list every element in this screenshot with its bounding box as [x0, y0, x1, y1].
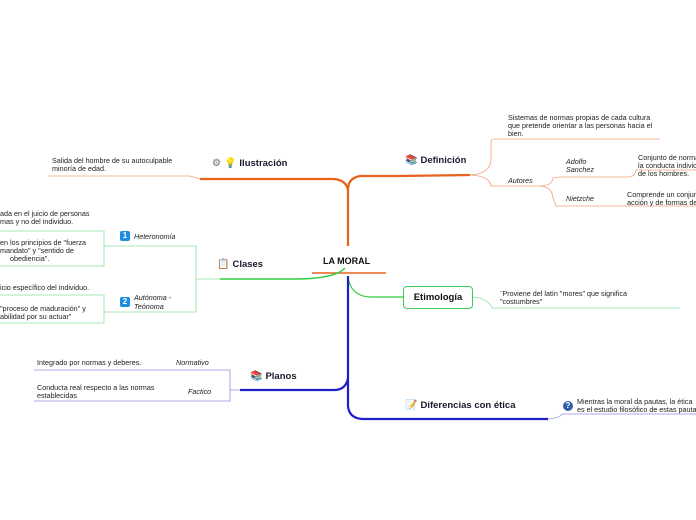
memo-icon: 📝 — [405, 399, 418, 411]
subtopic-normativo[interactable]: Normativo — [176, 358, 209, 367]
adolfo-text-1: Conjunto de normas — [638, 153, 696, 162]
subtopic-heteronomia[interactable]: 1 Heteronomía — [120, 231, 176, 241]
normativo-text: Integrado por normas y deberes. — [37, 358, 142, 367]
topic-ilustracion-label: Ilustración — [239, 158, 288, 169]
connector-ilustracion-text — [48, 175, 201, 180]
autonoma-text-2a: "proceso de maduración" y — [0, 304, 86, 313]
connector-diferencias-text — [547, 413, 696, 420]
definicion-text-2: que pretende orientar a las personas hac… — [508, 121, 653, 130]
connector-clases-fan — [108, 245, 220, 313]
adolfo-text-2: la conducta individual — [638, 161, 696, 170]
connector-to-ilustracion — [200, 177, 350, 191]
definicion-text-1: Sistemas de normas propias de cada cultu… — [508, 113, 651, 122]
connector-autonoma-texts — [0, 294, 108, 324]
topic-etimologia[interactable]: Etimología — [403, 286, 473, 309]
factico-text-2: establecidas — [37, 391, 77, 400]
clipboard-icon: 📋 — [217, 258, 230, 270]
connector-center-down — [346, 276, 395, 421]
autores-label[interactable]: Autores — [508, 176, 533, 185]
heteronomia-text-2b: mandato" y "sentido de — [0, 246, 74, 255]
heteronomia-text-2c: obediencia". — [10, 254, 50, 263]
lightbulb-icon: 💡 — [223, 157, 237, 169]
factico-text-1: Conducta real respecto a las normas — [37, 383, 155, 392]
diferencias-text-2: es el estudio filosófico de estas pautas — [577, 405, 696, 414]
connector-autores-nietzche — [539, 185, 696, 207]
nietzche-text-1: Comprende un conjunto — [627, 190, 696, 199]
number-1-icon: 1 — [120, 231, 130, 241]
etimologia-text-1: ¨Proviene del latín "mores" que signific… — [500, 289, 627, 298]
ilustracion-text-2: minoría de edad. — [52, 164, 106, 173]
topic-definicion-label: Definición — [420, 155, 467, 166]
adolfo-text-3: de los hombres. — [638, 169, 690, 178]
topic-etimologia-label: Etimología — [413, 292, 463, 303]
autor-adolfo-line-1[interactable]: Adolfo — [566, 157, 587, 166]
books-icon: 📚 — [250, 370, 263, 382]
topic-planos[interactable]: 📚 Planos — [250, 371, 297, 382]
topic-definicion[interactable]: 📚 Definición — [405, 155, 466, 166]
definicion-text-3: bien. — [508, 129, 524, 138]
connector-planos-fan — [34, 369, 240, 402]
connector-etimologia-text — [471, 296, 680, 309]
topic-ilustracion[interactable]: ⚙ 💡 Ilustración — [212, 158, 287, 169]
heteronomia-label: Heteronomía — [134, 231, 176, 241]
autor-adolfo-line-2[interactable]: Sanchez — [566, 165, 594, 174]
autonoma-text-1: icio específico del individuo. — [0, 283, 90, 292]
connector-to-etimologia — [347, 275, 404, 298]
topic-planos-label: Planos — [265, 371, 297, 382]
autor-nietzche[interactable]: Nietzche — [566, 194, 594, 203]
question-icon[interactable]: ? — [563, 401, 573, 411]
autonoma-label-line-2: Teónoma — [134, 302, 164, 311]
ilustracion-text-1: Salida del hombre de su autoculpable — [52, 156, 173, 165]
topic-diferencias[interactable]: 📝 Diferencias con ética — [405, 400, 516, 411]
nietzche-text-2: acción y de formas de — [627, 198, 696, 207]
heteronomia-text-1b: mas y no del individuo. — [0, 217, 74, 226]
connector-definicion-autores — [469, 174, 540, 187]
connector-definicion-fan — [469, 138, 660, 176]
connector-heteronomia-texts — [0, 230, 108, 267]
heteronomia-text-2a: en los principios de "fuerza — [0, 238, 87, 247]
autonoma-text-2b: abilidad por su actuar" — [0, 312, 72, 321]
autonoma-label-line-1: Autónoma - — [134, 293, 172, 302]
connector-center-up — [346, 174, 361, 246]
connector-to-clases — [220, 267, 346, 280]
heteronomia-text-1a: ada en el juicio de personas — [0, 209, 90, 218]
topic-diferencias-label: Diferencias con ética — [420, 400, 516, 411]
topic-clases-label: Clases — [232, 259, 264, 270]
topic-clases[interactable]: 📋 Clases — [217, 259, 263, 270]
subtopic-autonoma[interactable]: 2 Autónoma - Teónoma — [120, 293, 171, 311]
subtopic-factico[interactable]: Factico — [188, 387, 212, 396]
books-icon: 📚 — [405, 154, 418, 166]
gears-icon: ⚙ — [212, 157, 221, 169]
connector-to-planos — [240, 377, 350, 392]
connector-autores-adolfo — [539, 169, 696, 187]
central-topic[interactable]: LA MORAL — [323, 256, 371, 266]
diferencias-text-1: Mientras la moral da pautas, la ética — [577, 397, 693, 406]
number-2-icon: 2 — [120, 297, 130, 307]
connector-to-definicion — [360, 173, 471, 178]
etimologia-text-2: "costumbres" — [500, 297, 543, 306]
